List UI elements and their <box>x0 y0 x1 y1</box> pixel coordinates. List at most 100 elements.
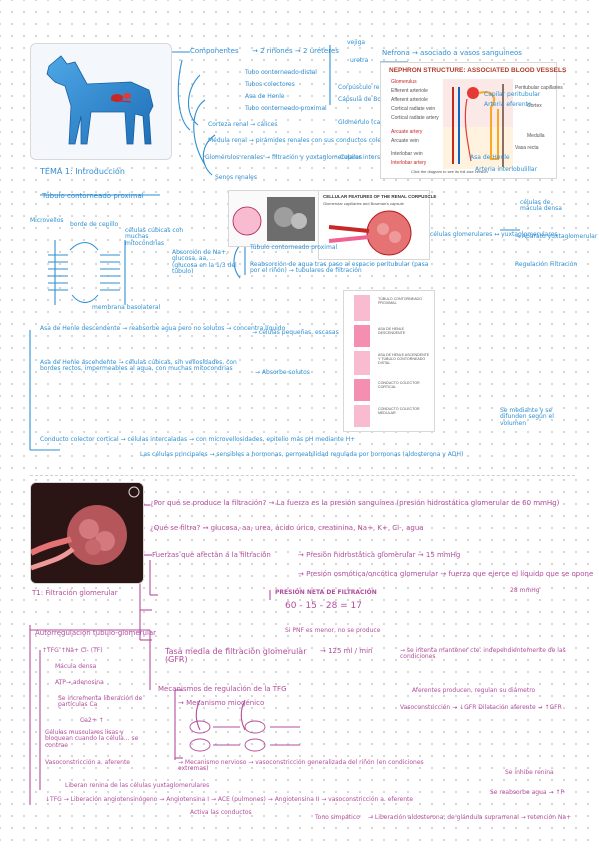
section1-title: TEMA 1: Introducción <box>40 167 125 176</box>
regulacion-text: Regulación Filtración <box>515 261 578 268</box>
mec-nervioso: → Mecanismo nervioso → vasoconstricción … <box>178 759 424 773</box>
nephron-card-footer: Click the diagram to see its full-size v… <box>411 169 488 174</box>
asa-henle-note: Asa de Henle <box>245 93 285 100</box>
nephron-label-1: Efferent arteriole <box>391 88 428 94</box>
nephron-right-0: Peritubular capillaries <box>515 85 563 91</box>
reabsorcion-text: Reabsorción de agua tras paso al espacio… <box>250 261 429 275</box>
section-divider <box>30 475 575 476</box>
microvellos-label: Microvellos <box>30 217 64 224</box>
borde-cepillo-label: borde de cepillo <box>70 221 119 228</box>
q2-que-filtra: ¿Qué se filtra? → glucosa, aa, urea, áci… <box>150 524 424 532</box>
celulas-glomerulares-text: células glomerulares ↔ yuxtaglomerulares <box>430 231 558 238</box>
tubule-item-0: TÚBULO CONTORNEADO PROXIMAL <box>378 297 422 305</box>
asa-ascendente-text: Asa de Henle ascendente → células cúbica… <box>40 359 237 373</box>
celulas-principales-text: Las células principales → sensibles a ho… <box>140 451 464 458</box>
renina-sub: Liberan renina de las células yuxtaglome… <box>65 782 210 789</box>
arteria-eferente-note: Arteria eferente <box>484 101 532 108</box>
section2-title: T1: Filtración glomerular <box>32 589 118 597</box>
feedback-step-2: ATP→ adenosina <box>55 679 104 686</box>
glomerulus-photo <box>30 482 144 584</box>
medula-line: Médula renal → pirámides renales con sus… <box>208 137 400 144</box>
nephron-label-0: Glomerulus <box>391 79 417 85</box>
corpusculo-label: Corpúsculo renal <box>338 84 389 91</box>
nephron-label-7: Interlobar vein <box>391 151 423 157</box>
feedback-step-0: ↑TFG ↑Na+ Cl- (TF) <box>42 647 103 654</box>
vasoconstr-text: Vasoconstricción → ↓GFR Dilatación afere… <box>400 704 562 711</box>
tubule-item-3: CONDUCTO COLECTOR CORTICAL <box>378 381 420 389</box>
celulas-pequenas-text: → células pequeñas, escasas <box>252 329 339 336</box>
fuerza-1: → Presión hidrostática glomerular → 15 m… <box>298 551 461 559</box>
feedback-step-6: Vasoconstricción a. aferente <box>45 759 130 766</box>
glomerulus-icon <box>31 483 143 583</box>
nephron-label-3: Cortical radiate vein <box>391 106 436 112</box>
tcp-heading: Túbulo contorneado proximal <box>42 192 144 200</box>
corteza-line: Corteza renal → cálices <box>208 121 278 128</box>
tfg-value: → 125 ml / min <box>320 647 373 655</box>
uretra-label: uretra <box>350 57 369 64</box>
asa-henle-card-note: Asa de Henle <box>470 154 510 161</box>
aparato-yux-text: → Aparato yuxtaglomerular <box>515 233 598 240</box>
celulas-macula-text: células de mácula densa <box>520 199 562 213</box>
cellular-features-card: CELLULAR FEATURES OF THE RENAL CORPUSCLE… <box>318 190 436 260</box>
tubos-colectores-note: Tubos colectores <box>245 81 295 88</box>
q1-filtracion: ¿Por qué se produce la filtración? → La … <box>150 499 560 507</box>
tubule-column-icon <box>354 295 370 427</box>
membrana-basal-label: membrana basolateral <box>92 304 161 311</box>
nephron-right-1: Cortex <box>527 103 542 109</box>
pnf-title: PRESIÓN NETA DE FILTRACIÓN <box>275 589 377 596</box>
absorcion-tcp-text: Absorción de Na+, glucosa, aa, ... (gluc… <box>172 249 237 275</box>
miogenico-diagram-icon <box>189 720 300 752</box>
renina-sub2: Activa las conductos <box>190 809 252 816</box>
autoreg-title: Autorregulación tubulo-glomerular <box>35 629 157 637</box>
tubule-item-1: ASA DE HENLE DESCENDENTE <box>378 327 406 335</box>
tubule-item-2: ASA DE HENLE ASCENDENTE Y TÚBULO CONTORN… <box>378 353 430 365</box>
fuerza-2b: 28 mmHg <box>510 587 540 594</box>
glomerulus-image-icon <box>232 197 315 241</box>
medianta-text: Se mediante y se difunden según el volum… <box>500 407 554 427</box>
vejiga-label: vejiga <box>347 39 366 46</box>
feedback-step-4: Ca2+ ↑ <box>80 717 104 724</box>
cellular-card-subtitle: Glomerular capillaries and Bowman's caps… <box>323 201 404 206</box>
se-reabsorbe-text: Se reabsorbe agua → ↑P <box>490 789 565 796</box>
glomerulos-line: Glomérulos renales → filtración y yuxtag… <box>205 154 363 161</box>
feedback-step-1: Mácula densa <box>55 663 97 670</box>
tfg-note: → se intenta mantener cte. independiente… <box>400 647 566 661</box>
conducto-colector-text: Conducto colector cortical → células int… <box>40 436 356 443</box>
fuerza-2: → Presión osmótica/oncótica glomerular →… <box>298 570 594 578</box>
asa-descendente-text: Asa de Henle descendente → reabsorbe agu… <box>40 325 286 332</box>
rinones-ureteres: → 2 riñones → 2 uréteres <box>252 47 339 55</box>
nephron-label-2: Afferent arteriole <box>391 97 428 103</box>
nephron-right-3: Vasa recta <box>515 145 539 151</box>
nephron-structure-card: NEPHRON STRUCTURE: ASSOCIATED BLOOD VESS… <box>380 62 566 179</box>
tcp-note: Tubo contorneado proximal <box>245 105 327 112</box>
senos-line: Senos renales <box>215 174 257 181</box>
componentes-label: Componentes <box>190 47 239 55</box>
mecanismos-title: Mecanismos de regulación de la TFG <box>158 685 287 693</box>
pnf-equation: 60 - 15 - 28 = 17 <box>285 601 363 611</box>
aldosterona-text: → Liberación aldosterona, de glándula su… <box>368 814 572 821</box>
arteria-interlob-note: Arteria interlobulillar <box>475 166 538 173</box>
nephron-label-5: Arcuate artery <box>391 129 423 135</box>
renal-corpuscle-card <box>228 190 320 247</box>
tfg-title: Tasa media de filtración glomerular (GFR… <box>165 647 307 665</box>
mec-miogenico: → Mecanismo miogénico <box>178 699 265 707</box>
cellular-card-title: CELLULAR FEATURES OF THE RENAL CORPUSCLE <box>323 194 437 199</box>
nephron-label-6: Arcuate vein <box>391 138 419 144</box>
nephron-label-4: Cortical radiate artery <box>391 115 439 121</box>
feedback-step-5: Células musculares lisas y bloquean cuan… <box>45 729 139 749</box>
tubule-item-4: CONDUCTO COLECTOR MEDULAR <box>378 407 420 415</box>
feedback-step-3: Se incrementa liberación de partículas C… <box>58 695 143 709</box>
fuerzas-label: Fuerzas que afectan a la filtración <box>152 551 271 559</box>
pnf-note: Si PNF es menor, no se produce <box>285 627 381 634</box>
tubo-distal-note: Tubo contorneado distal <box>245 69 317 76</box>
peritubular-note: Capilar peritubular <box>484 91 541 98</box>
nephron-card-title: NEPHRON STRUCTURE: ASSOCIATED BLOOD VESS… <box>389 67 567 74</box>
tubule-segments-card: TÚBULO CONTORNEADO PROXIMAL ASA DE HENLE… <box>343 290 435 432</box>
tono-simpatico: Tono simpático <box>315 814 360 821</box>
horse-icon <box>46 55 154 145</box>
absorbe-solutos-text: → Absorbe solutos <box>255 369 310 376</box>
celulas-cubicas-label: células cúbicas con muchas mitocondrias <box>125 227 184 247</box>
capilar-intersticial-label: Capilar intersticial <box>340 154 395 161</box>
nephron-label-8: Interlobar artery <box>391 160 427 166</box>
